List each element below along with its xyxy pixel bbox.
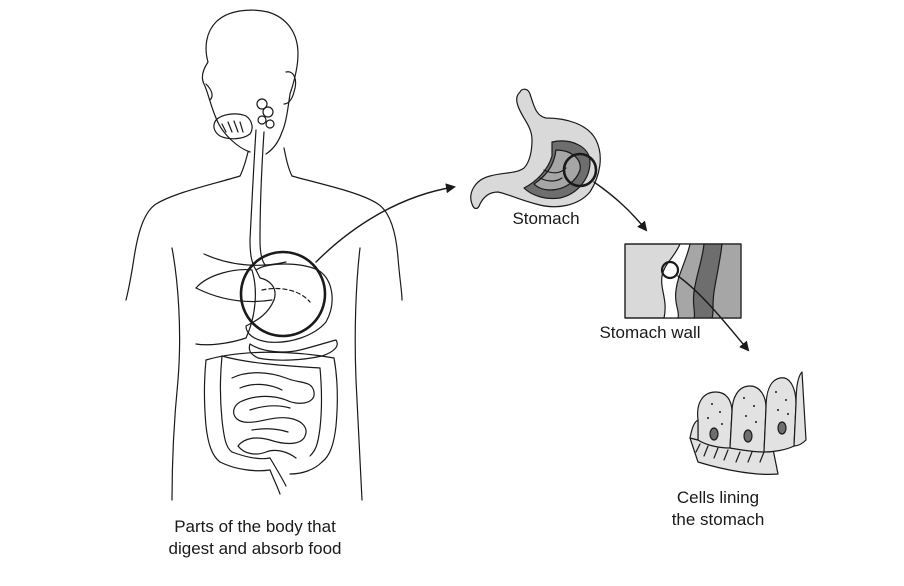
label-stomach: Stomach	[512, 209, 580, 228]
label-body-line-2: digest and absorb food	[168, 539, 342, 558]
label-stomach-wall: Stomach wall	[599, 323, 701, 342]
label-cells-line-2: the stomach	[671, 510, 765, 529]
salivary-glands	[256, 98, 275, 129]
mouth-teeth	[213, 113, 253, 140]
liver	[195, 269, 256, 346]
stomach-wall-zoom-circle	[562, 152, 598, 188]
arrow-stomach-to-wall	[593, 181, 648, 232]
label-cells-line-1: Cells lining	[676, 488, 760, 507]
label-body-parts: Parts of the body that digest and absorb…	[130, 516, 380, 560]
human-torso-outline	[125, 9, 403, 501]
stomach-lining-cells	[689, 371, 807, 475]
stomach-wall-section	[624, 243, 742, 319]
arrow-body-to-stomach	[315, 183, 456, 263]
small-intestine	[231, 372, 315, 459]
stomach-detail	[470, 88, 601, 210]
label-body-line-1: Parts of the body that	[174, 517, 336, 536]
label-cells-lining: Cells lining the stomach	[662, 487, 774, 531]
cells-zoom-circle	[660, 260, 680, 280]
arrow-wall-to-cells	[677, 275, 750, 352]
pancreas	[248, 339, 338, 361]
body-stomach-zoom-circle	[239, 250, 327, 338]
oesophagus	[249, 129, 267, 271]
body-stomach	[245, 263, 333, 343]
large-intestine	[203, 351, 338, 495]
